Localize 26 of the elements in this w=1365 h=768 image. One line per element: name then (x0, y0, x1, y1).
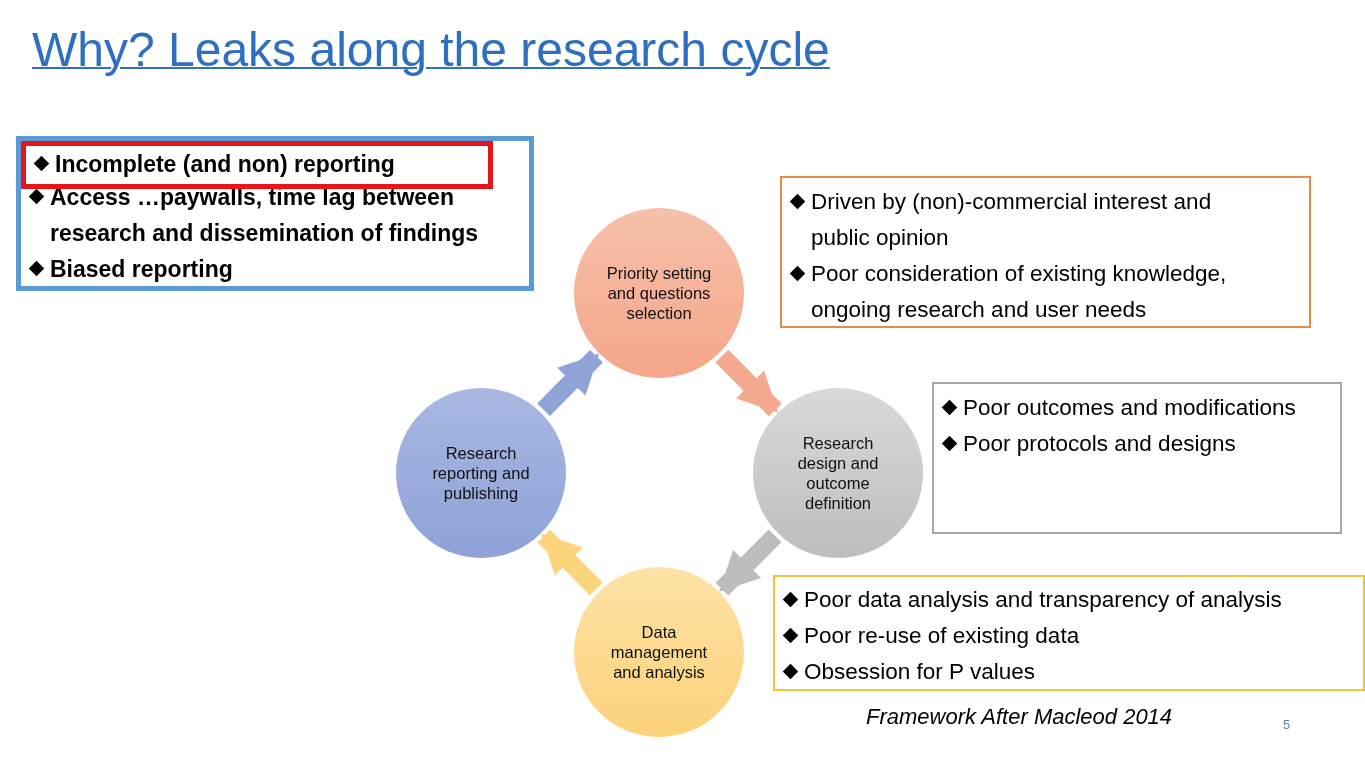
bullet-text: Poor consideration of existing knowledge, ongoing research and user needs (811, 260, 1228, 324)
bullet-text: Access …paywalls, time lag between research and dissemination of findings (50, 183, 480, 248)
cycle-arrow (715, 529, 782, 596)
bullet-text: Poor protocols and designs (963, 430, 1236, 458)
bullet-text: Driven by (non)-commercial interest and public opinion (811, 188, 1213, 252)
note-box (780, 176, 1311, 328)
note-box (16, 136, 534, 291)
stage-label: Data management and analysis (609, 622, 709, 682)
note-box (932, 382, 1342, 534)
stage-label: Priority setting and questions selection (605, 263, 713, 323)
slide-title: Why? Leaks along the research cycle (32, 22, 830, 77)
highlight-box (21, 141, 493, 189)
bullet-text: Biased reporting (50, 255, 233, 284)
cycle-arrow (715, 349, 782, 417)
page-number: 5 (1283, 717, 1291, 732)
cycle-arrow (537, 529, 603, 596)
stage-label: Research design and outcome definition (796, 433, 880, 513)
bullet-text: Poor re-use of existing data (804, 622, 1080, 650)
caption: Framework After Macleod 2014 (866, 704, 1173, 730)
bullet-text: Poor data analysis and transparency of analysis (804, 586, 1282, 614)
bullet-text: Poor outcomes and modifications (963, 394, 1296, 422)
bullet-text: Incomplete (and non) reporting (55, 150, 395, 179)
cycle-arrow (537, 349, 603, 417)
bullet-text: Obsession for P values (804, 658, 1035, 686)
note-box (773, 575, 1365, 691)
stage-label: Research reporting and publishing (431, 443, 531, 503)
